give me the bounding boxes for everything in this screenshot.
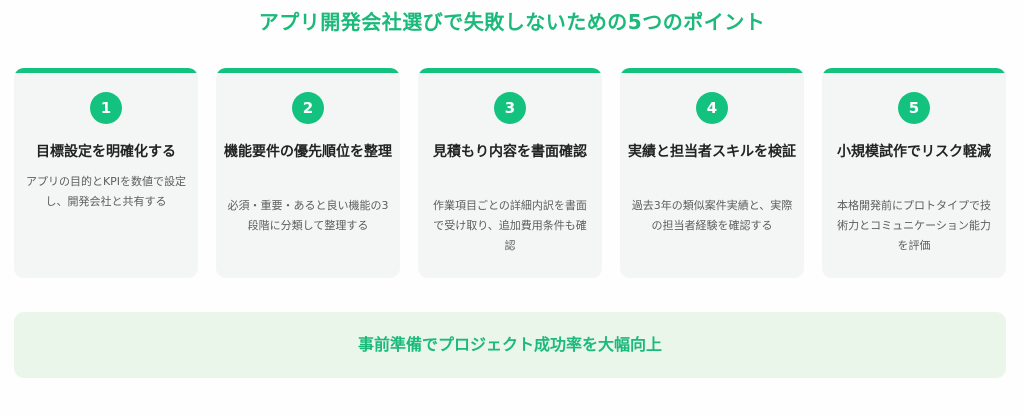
steps-row: 1 目標設定を明確化する アプリの目的とKPIを数値で設定し、開発会社と共有する…: [14, 68, 1010, 278]
step-description: 本格開発前にプロトタイプで技術力とコミュニケーション能力を評価: [837, 199, 991, 252]
step-card-1: 1 目標設定を明確化する アプリの目的とKPIを数値で設定し、開発会社と共有する: [14, 68, 198, 278]
step-number-badge: 5: [898, 92, 930, 124]
step-title: 目標設定を明確化する: [36, 144, 176, 160]
card-top-bar: [14, 68, 198, 73]
step-card-4: 4 実績と担当者スキルを検証 過去3年の類似案件実績と、実際の担当者経験を確認す…: [620, 68, 804, 278]
step-description: 作業項目ごとの詳細内訳を書面で受け取り、追加費用条件も確認: [433, 199, 587, 252]
step-title: 小規模試作でリスク軽減: [837, 144, 991, 160]
card-top-bar: [418, 68, 602, 73]
step-card-5: 5 小規模試作でリスク軽減 本格開発前にプロトタイプで技術力とコミュニケーション…: [822, 68, 1006, 278]
step-title: 見積もり内容を書面確認: [433, 144, 587, 160]
step-number-badge: 2: [292, 92, 324, 124]
card-top-bar: [216, 68, 400, 73]
step-description: 過去3年の類似案件実績と、実際の担当者経験を確認する: [631, 199, 793, 232]
step-number-badge: 4: [696, 92, 728, 124]
step-description: 必須・重要・あると良い機能の3段階に分類して整理する: [227, 199, 389, 232]
step-title: 実績と担当者スキルを検証: [628, 144, 796, 160]
card-top-bar: [620, 68, 804, 73]
card-top-bar: [822, 68, 1006, 73]
step-description: アプリの目的とKPIを数値で設定し、開発会社と共有する: [25, 175, 187, 208]
summary-banner: 事前準備でプロジェクト成功率を大幅向上: [14, 312, 1006, 378]
step-title: 機能要件の優先順位を整理: [224, 144, 392, 160]
step-number-badge: 1: [90, 92, 122, 124]
step-number-badge: 3: [494, 92, 526, 124]
step-card-2: 2 機能要件の優先順位を整理 必須・重要・あると良い機能の3段階に分類して整理す…: [216, 68, 400, 278]
page-title: アプリ開発会社選びで失敗しないための5つのポイント: [258, 10, 766, 34]
step-card-3: 3 見積もり内容を書面確認 作業項目ごとの詳細内訳を書面で受け取り、追加費用条件…: [418, 68, 602, 278]
